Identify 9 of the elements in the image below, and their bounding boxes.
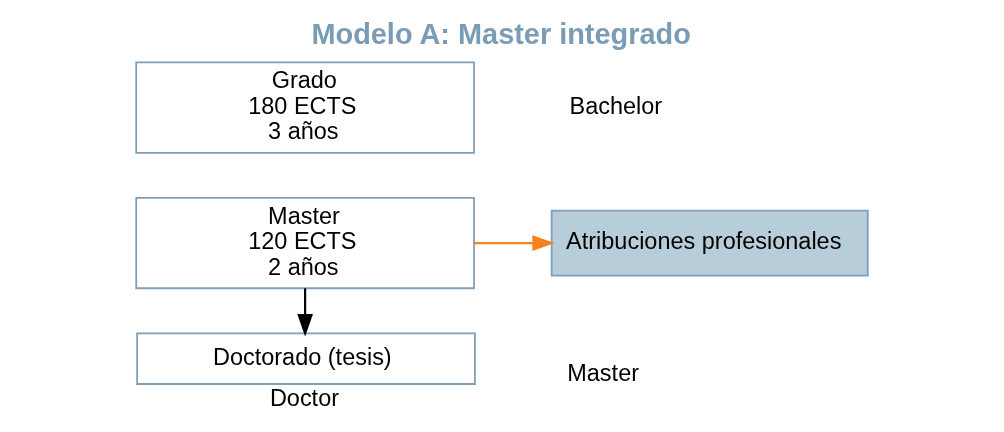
label: Master xyxy=(567,360,640,387)
node-box: Master 120 ECTS 2 años xyxy=(135,197,475,290)
label: Bachelor xyxy=(569,92,663,119)
arrow xyxy=(297,288,313,337)
node-label: Doctor xyxy=(269,385,340,412)
node-box: Atribuciones profesionales xyxy=(550,209,869,277)
diagram-title: Modelo A: Master integrado xyxy=(311,18,691,51)
arrow xyxy=(474,235,555,251)
node-box: Grado 180 ECTS 3 años xyxy=(135,61,475,154)
